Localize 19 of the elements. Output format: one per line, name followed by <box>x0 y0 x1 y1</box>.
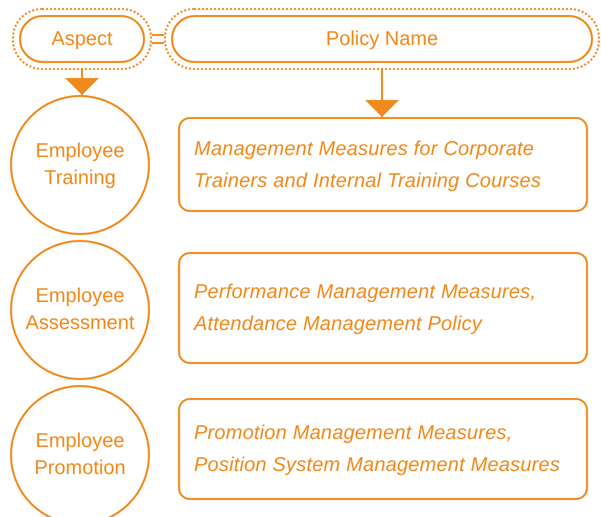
policy-text: Management Measures for Corporate Trainers and Internal Training Courses <box>194 136 542 194</box>
aspect-label: Employee Assessment <box>25 284 135 336</box>
header-pill <box>164 8 600 70</box>
aspect-circle <box>10 95 150 235</box>
header-pill <box>12 8 152 70</box>
policy-text: Performance Management Measures, Attendance Management Policy <box>194 280 538 337</box>
aspect-label: Employee Training <box>34 139 126 191</box>
policy-box <box>178 252 588 364</box>
down-arrow <box>365 70 399 117</box>
aspect-circle <box>10 385 150 517</box>
header-label: Aspect <box>19 15 145 63</box>
aspect-label: Employee Promotion <box>33 429 127 481</box>
policy-box <box>178 398 588 500</box>
policy-box <box>178 117 588 212</box>
down-arrow <box>65 70 99 95</box>
aspect-circle <box>10 240 150 380</box>
double-line-connector <box>151 34 165 44</box>
policy-text: Promotion Management Measures, Position System Management Measures <box>194 421 562 478</box>
header-label: Policy Name <box>171 15 593 63</box>
